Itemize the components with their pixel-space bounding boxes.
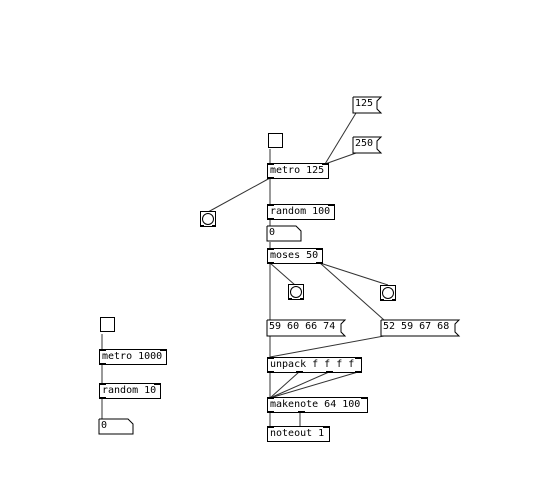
object-label: noteout 1: [270, 428, 325, 439]
object-noteout[interactable]: noteout 1: [267, 426, 330, 442]
bang-icon: [202, 213, 214, 225]
message-box-shape: [266, 319, 347, 337]
object-metro-125[interactable]: metro 125: [267, 163, 329, 179]
message-box-shape: [352, 96, 383, 114]
outlet: [316, 262, 323, 264]
object-label: metro 125: [270, 165, 325, 176]
object-label: moses 50: [270, 250, 319, 261]
bang-middle[interactable]: [288, 284, 304, 300]
object-random-10[interactable]: random 10: [99, 383, 161, 399]
outlet: [267, 371, 274, 373]
cord-250-to-metro: [324, 152, 357, 165]
cord-moses-to-chord-b: [319, 262, 385, 321]
toggle-left[interactable]: [100, 317, 115, 332]
message-label: 52 59 67 68: [383, 321, 450, 332]
outlet: [326, 371, 333, 373]
number-box-right[interactable]: 0: [266, 225, 302, 242]
outlet: [99, 397, 106, 399]
object-metro-1000[interactable]: metro 1000: [99, 349, 167, 365]
outlet: [267, 262, 274, 264]
cord-unpack-out3: [269, 371, 330, 399]
message-box-chord-a[interactable]: 59 60 66 74: [266, 319, 347, 337]
object-label: metro 1000: [102, 351, 163, 362]
cord-metro-to-bang: [207, 177, 271, 213]
message-box-125[interactable]: 125: [352, 96, 383, 114]
message-label: 59 60 66 74: [269, 321, 336, 332]
message-box-chord-b[interactable]: 52 59 67 68: [380, 319, 461, 337]
cord-moses-to-bang-right: [319, 262, 389, 286]
outlet: [296, 371, 303, 373]
number-box-shape: [98, 418, 134, 435]
bang-icon: [290, 286, 302, 298]
object-label: unpack f f f f: [270, 359, 355, 370]
object-label: random 100: [270, 206, 331, 217]
outlet: [267, 218, 274, 220]
outlet: [355, 371, 362, 373]
cord-unpack-out4: [269, 371, 359, 399]
object-label: random 10: [102, 385, 157, 396]
cord-chord-b-to-unpack: [269, 335, 385, 358]
cord-125-to-metro: [324, 112, 357, 165]
message-box-250[interactable]: 250: [352, 136, 383, 154]
message-label: 250: [355, 138, 374, 149]
outlet: [267, 411, 274, 413]
object-random-100[interactable]: random 100: [267, 204, 335, 220]
message-label: 125: [355, 98, 374, 109]
message-box-shape: [352, 136, 383, 154]
object-label: makenote 64 100: [270, 399, 361, 410]
bang-icon: [382, 287, 394, 299]
bang-right[interactable]: [380, 285, 396, 301]
object-makenote[interactable]: makenote 64 100: [267, 397, 368, 413]
object-unpack[interactable]: unpack f f f f: [267, 357, 362, 373]
outlet: [99, 363, 106, 365]
toggle-right[interactable]: [268, 133, 283, 148]
number-box-shape: [266, 225, 302, 242]
cord-unpack-out2: [269, 371, 300, 399]
message-box-shape: [380, 319, 461, 337]
cord-moses-to-bang-left: [269, 262, 296, 286]
outlet: [298, 411, 305, 413]
number-value: 0: [269, 227, 276, 238]
object-moses-50[interactable]: moses 50: [267, 248, 323, 264]
number-value: 0: [101, 420, 108, 431]
number-box-left[interactable]: 0: [98, 418, 134, 435]
bang-left[interactable]: [200, 211, 216, 227]
outlet: [267, 177, 274, 179]
